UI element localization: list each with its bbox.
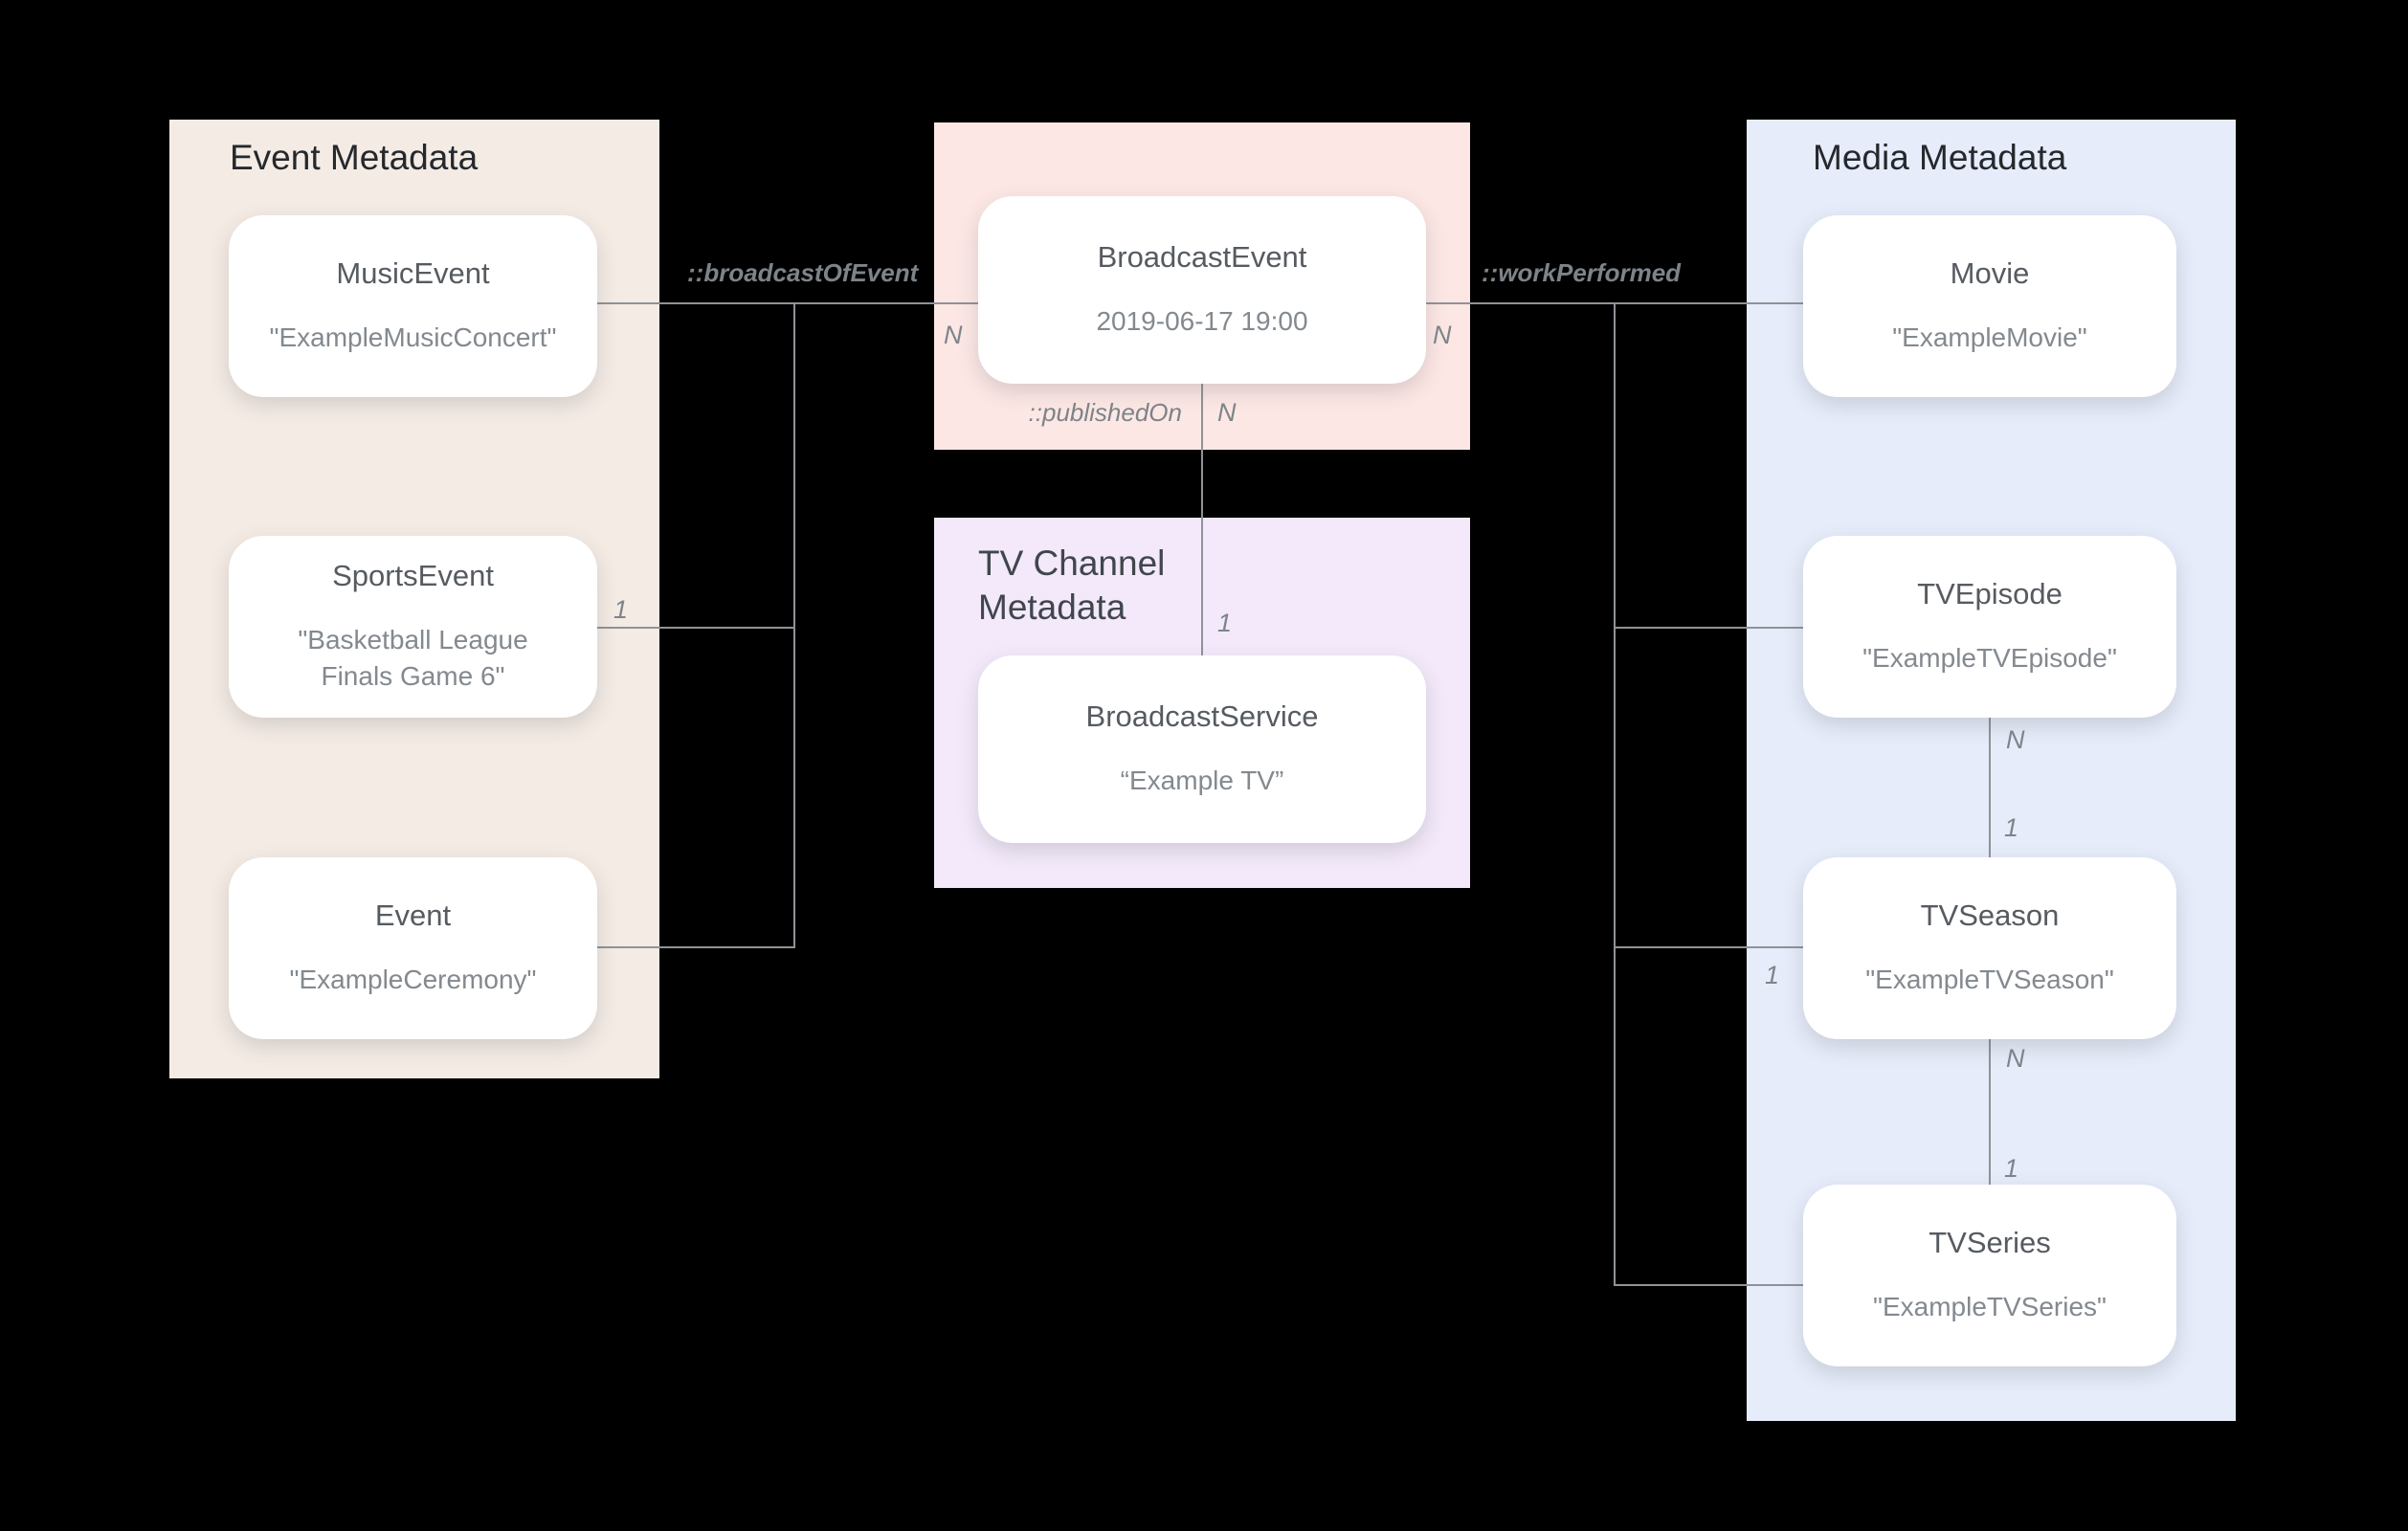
edge-tvseason-tvseries [1989,1039,1991,1185]
node-value: "ExampleCeremony" [289,965,537,995]
node-value: "ExampleTVEpisode" [1862,643,2117,674]
event-metadata-title: Event Metadata [230,138,479,177]
edge-label-work-performed: ::workPerformed [1482,258,1682,287]
node-broadcast-service: BroadcastService “Example TV” [978,655,1426,843]
node-value: "ExampleTVSeason" [1865,965,2114,995]
edge-broadcastevent-broadcastservice [1201,384,1203,655]
cardinality-tv-season-top-1: 1 [2004,813,2019,842]
node-title: BroadcastService [1085,699,1319,734]
node-sports-event: SportsEvent "Basketball League Finals Ga… [229,536,597,718]
cardinality-tv-season-branch-1: 1 [1765,961,1780,989]
edge-label-published-on: ::publishedOn [1028,398,1182,427]
node-value: "Basketball League Finals Game 6" [298,625,528,691]
edge-junction-tvepisode [1614,627,1803,629]
cardinality-tv-episode-n: N [2006,725,2025,754]
node-movie: Movie "ExampleMovie" [1803,215,2176,397]
node-title: SportsEvent [332,559,494,593]
node-title: TVSeason [1920,899,2060,933]
node-title: BroadcastEvent [1097,240,1307,275]
cardinality-published-on-n: N [1217,398,1237,427]
node-event: Event "ExampleCeremony" [229,857,597,1039]
node-tv-season: TVSeason "ExampleTVSeason" [1803,857,2176,1039]
media-metadata-title: Media Metadata [1813,138,2067,177]
node-tv-episode: TVEpisode "ExampleTVEpisode" [1803,536,2176,718]
node-broadcast-event: BroadcastEvent 2019-06-17 19:00 [978,196,1426,384]
node-title: TVSeries [1929,1226,2051,1260]
edge-event-junction-vertical [793,302,795,948]
edge-event-junction [597,946,794,948]
node-value: “Example TV” [1120,766,1284,796]
node-value: "ExampleTVSeries" [1873,1292,2107,1322]
cardinality-broadcast-event-right-n: N [1433,321,1452,349]
edge-junction-tvseason [1614,946,1803,948]
edge-sportsevent-junction [597,627,794,629]
node-title: Event [374,899,452,933]
node-tv-series: TVSeries "ExampleTVSeries" [1803,1185,2176,1366]
edge-media-junction-vertical [1614,302,1616,1286]
edge-tvepisode-tvseason [1989,718,1991,857]
cardinality-broadcast-event-left-n: N [944,321,963,349]
node-title: Movie [1950,256,2030,291]
cardinality-sports-event-1: 1 [613,595,629,624]
node-value: "ExampleMovie" [1892,322,2087,353]
node-value: 2019-06-17 19:00 [1096,306,1308,337]
cardinality-broadcast-service-1: 1 [1217,609,1233,637]
node-value: "ExampleMusicConcert" [269,322,557,353]
cardinality-tv-series-top-1: 1 [2004,1154,2019,1183]
edge-junction-tvseries [1614,1284,1803,1286]
tv-channel-metadata-title: TV Channel Metadata [978,544,1166,628]
node-title: MusicEvent [336,256,490,291]
node-music-event: MusicEvent "ExampleMusicConcert" [229,215,597,397]
edge-label-broadcast-of-event: ::broadcastOfEvent [687,258,919,287]
cardinality-tv-season-bottom-n: N [2006,1044,2025,1073]
edge-musicevent-broadcastevent [597,302,978,304]
node-title: TVEpisode [1917,577,2062,611]
